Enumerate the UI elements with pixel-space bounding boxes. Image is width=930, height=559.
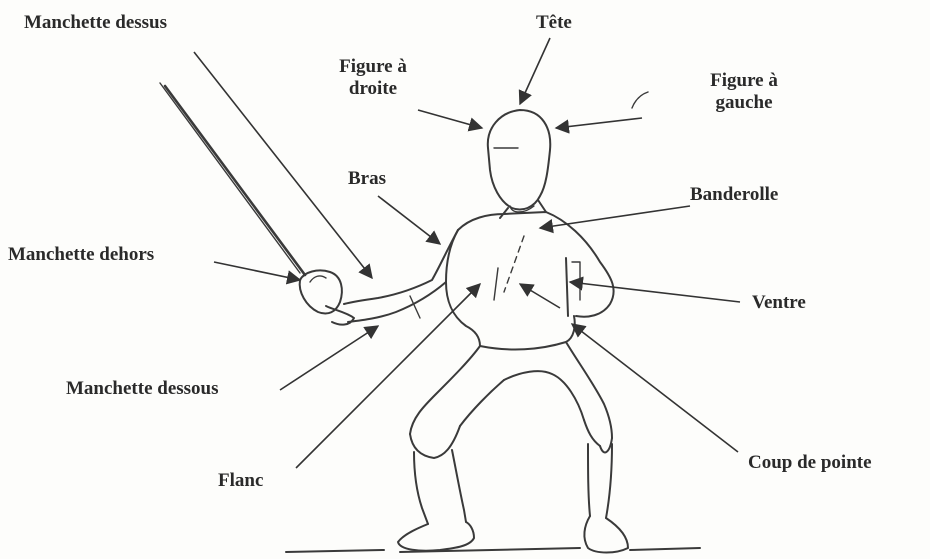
arrow-ventre	[570, 282, 740, 302]
label-banderolle: Banderolle	[690, 184, 778, 206]
label-figure-droite-line2: droite	[332, 78, 414, 100]
arrow-banderolle	[540, 206, 690, 228]
label-figure-droite: Figure à droite	[332, 56, 414, 100]
arrow-ventre-inner	[520, 284, 560, 308]
arrow-figure-gauche	[556, 118, 642, 128]
arrow-tete	[520, 38, 550, 104]
arrow-coup-de-pointe	[572, 324, 738, 452]
label-manchette-dehors: Manchette dehors	[8, 244, 154, 266]
fencer-figure	[286, 92, 700, 553]
pointer-arrows	[194, 38, 740, 468]
label-ventre: Ventre	[752, 292, 806, 314]
arrow-manchette-dehors	[214, 262, 300, 280]
label-coup-de-pointe: Coup de pointe	[748, 452, 872, 474]
label-tete: Tête	[536, 12, 572, 34]
label-figure-droite-line1: Figure à	[332, 56, 414, 78]
arrow-manchette-dessous	[280, 326, 378, 390]
label-figure-gauche-line1: Figure à	[700, 70, 788, 92]
arrow-figure-droite	[418, 110, 482, 128]
label-figure-gauche-line2: gauche	[700, 92, 788, 114]
label-manchette-dessous: Manchette dessous	[66, 378, 219, 400]
arrow-bras	[378, 196, 440, 244]
label-figure-gauche: Figure à gauche	[700, 70, 788, 114]
label-flanc: Flanc	[218, 470, 263, 492]
label-manchette-dessus: Manchette dessus	[24, 12, 167, 34]
foil-blade	[160, 83, 305, 275]
label-bras: Bras	[348, 168, 386, 190]
